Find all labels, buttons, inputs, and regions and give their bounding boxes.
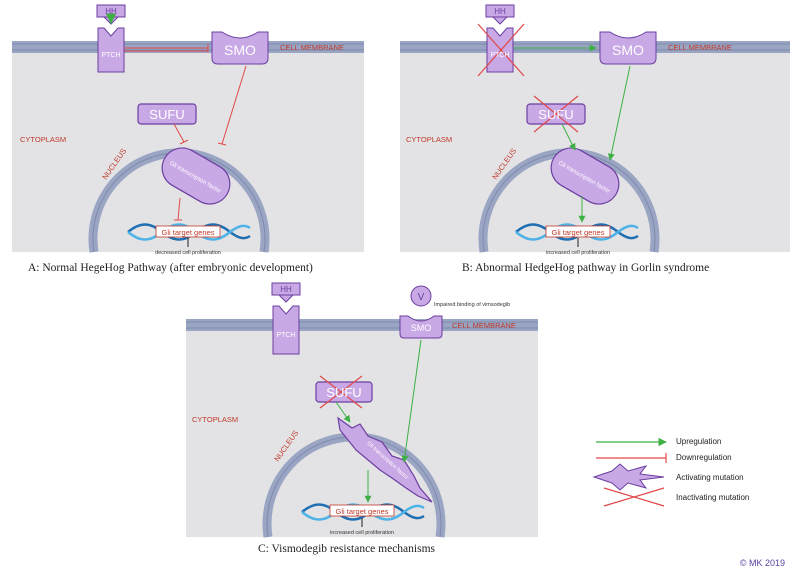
legend-activating-label: Activating mutation	[676, 473, 744, 482]
copyright-label: © MK 2019	[740, 558, 785, 568]
smo-label: SMO	[411, 323, 432, 333]
legend-inactivating-label: Inactivating mutation	[676, 493, 749, 502]
gli-transcription-factor	[550, 147, 620, 205]
legend-inactivating-mutation-cross	[603, 487, 665, 507]
ptch-receptor	[97, 27, 125, 73]
sufu-label: SUFU	[149, 107, 184, 122]
sufu-protein	[315, 381, 373, 403]
panel-c-caption: C: Vismodegib resistance mechanisms	[258, 543, 436, 555]
downregulation-arrows	[124, 44, 247, 221]
inactivating-mutation-mark	[477, 23, 579, 133]
gli-target-genes-label: Gli target genes	[162, 228, 215, 237]
sufu-protein	[137, 103, 197, 125]
v-label: V	[418, 292, 425, 303]
gli-target-genes-label: Gli target genes	[552, 228, 605, 237]
ptch-label: PTCH	[101, 52, 120, 59]
smo-label: SMO	[224, 42, 256, 58]
inactivating-mutation-mark	[319, 375, 363, 409]
panel-b-caption: B: Abnormal HedgeHog pathway in Gorlin s…	[462, 262, 709, 274]
smo-label: SMO	[612, 42, 644, 58]
vismodegib-molecule	[410, 285, 432, 307]
ptch-label: PTCH	[276, 332, 295, 339]
sufu-label: SUFU	[326, 385, 361, 400]
upregulation-arrows	[335, 339, 422, 503]
gli-transcription-factor	[161, 147, 231, 205]
vismodegib-note: Impaired binding of vimsodegib	[434, 302, 510, 308]
gli-activating-mutation	[337, 416, 433, 503]
smo-receptor	[211, 31, 269, 65]
upregulation-arrows	[514, 44, 631, 223]
legend-downregulation-label: Downregulation	[676, 453, 732, 462]
panel-c	[186, 282, 538, 538]
hh-ligand	[271, 282, 301, 303]
legend-activating-mutation-shape	[592, 463, 665, 491]
outcome-label: decreased cell proliferation	[155, 250, 221, 256]
legend-downregulation-line	[596, 453, 667, 463]
sufu-label: SUFU	[538, 107, 573, 122]
hh-label: HH	[280, 285, 292, 294]
outcome-label: increased cell proliferation	[330, 530, 394, 536]
smo-receptor	[399, 315, 443, 339]
cell-membrane-label: CELL MEMBRANE	[668, 43, 732, 52]
cell-membrane-label: CELL MEMBRANE	[452, 321, 516, 330]
legend-upregulation-label: Upregulation	[676, 437, 721, 446]
cytoplasm-label: CYTOPLASM	[406, 135, 452, 144]
panel-a	[12, 4, 364, 253]
cytoplasm-label: CYTOPLASM	[20, 135, 66, 144]
gli-target-genes-label: Gli target genes	[336, 507, 389, 516]
outcome-label: increased cell proliferation	[546, 250, 610, 256]
ptch-receptor	[486, 27, 514, 73]
cytoplasm-label: CYTOPLASM	[192, 415, 238, 424]
hh-label: HH	[105, 7, 117, 16]
ptch-receptor	[272, 305, 300, 355]
smo-receptor	[599, 31, 657, 65]
cell-membrane-label: CELL MEMBRANE	[280, 43, 344, 52]
legend	[592, 437, 667, 507]
ptch-label: PTCH	[490, 52, 509, 59]
panel-a-caption: A: Normal HegeHog Pathway (after embryon…	[28, 262, 313, 274]
hh-label: HH	[494, 7, 506, 16]
hh-ligand	[485, 4, 515, 25]
